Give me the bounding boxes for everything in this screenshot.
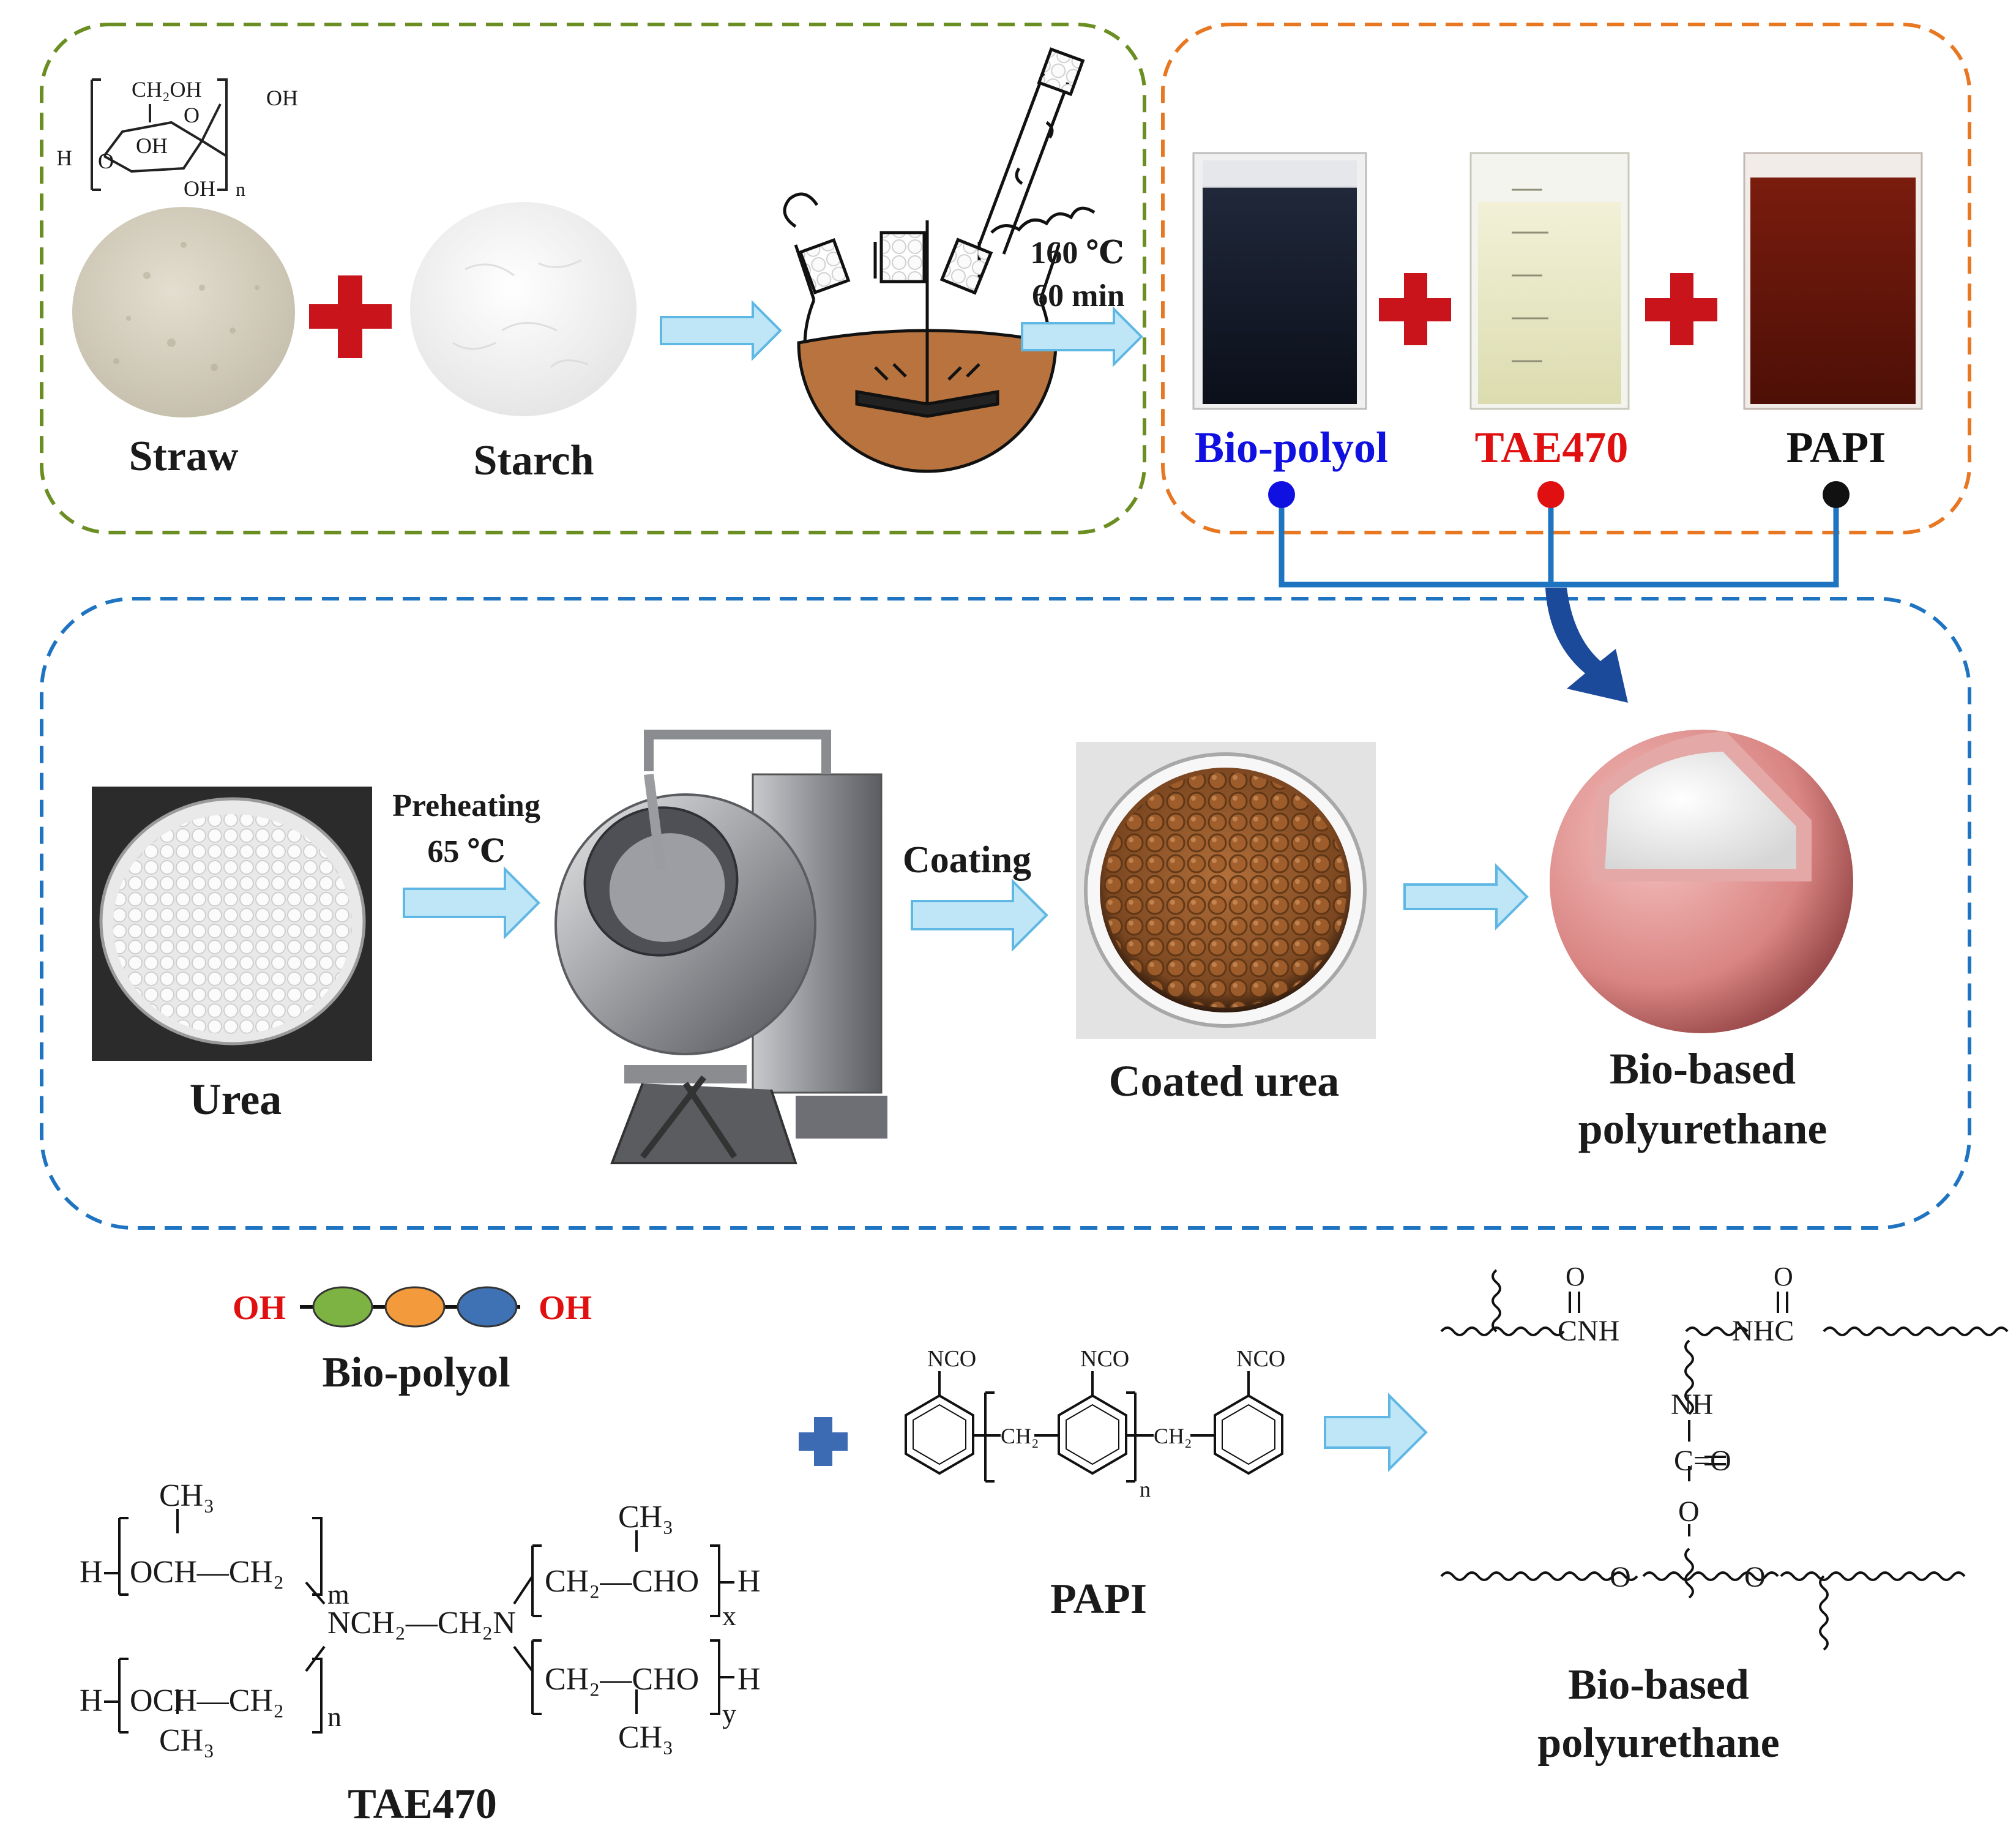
coating-pan-machine-image [554,730,887,1164]
urea-label: Urea [190,1075,282,1124]
pu-cnh: CNH [1558,1315,1619,1347]
glucose-o-left: O [98,149,114,173]
tae-center: NCH₂—CH₂N [327,1606,516,1640]
coated-urea-image [1076,742,1376,1039]
pu-o-right: O [1744,1561,1766,1593]
glucose-oh-bot: OH [184,176,215,201]
pu-o-top-right: O [1774,1262,1793,1292]
biopolyol-label: Bio-polyol [1195,423,1388,472]
starch-powder-image [410,202,637,416]
tae-y: y [722,1698,736,1729]
step1-box [40,23,1146,534]
straw-texture [113,242,259,371]
pu-caption-line2: polyurethane [1537,1719,1779,1767]
starch-label: Starch [473,437,594,484]
arrow-to-products [1021,306,1143,367]
tae-ch3-top: CH₃ [159,1478,214,1513]
tae470-beaker-image [1469,152,1630,410]
pu-nhc: NHC [1732,1315,1794,1347]
glucose-oh-top: OH [266,86,298,110]
arrow-to-coater [403,866,540,940]
polyol-caption: Bio-polyol [322,1349,510,1396]
tae-ch3-right-bot: CH₃ [618,1720,673,1755]
papi-label: PAPI [1786,423,1886,472]
pu-nh: NH [1671,1388,1713,1421]
glucose-n: n [236,178,245,200]
mixing-connector [1279,495,1839,588]
tae-h-top: H [80,1555,103,1590]
coated-urea-label: Coated urea [1109,1057,1340,1105]
straw-label: Straw [129,433,239,480]
papi-dot [1823,481,1850,508]
preheating-label: Preheating [392,788,540,823]
step3-box [40,597,1971,1230]
tae-right-bot: CH₂—CHO [545,1662,699,1697]
tae-och-top: OCH—CH₂ [130,1555,284,1590]
tae470-dot [1537,481,1564,508]
papi-caption: PAPI [1050,1576,1147,1623]
papi-n: n [1140,1477,1151,1502]
biopolyol-dot [1268,481,1295,508]
papi-ch2-1: CH₂ [1001,1424,1039,1448]
papi-nco-2: NCO [1080,1346,1129,1372]
papi-structure [905,1371,1283,1483]
papi-nco-1: NCO [927,1346,976,1372]
pu-o-top-left: O [1566,1262,1585,1292]
coated-sphere-illustration [1550,730,1853,1033]
tae-h-right-top: H [737,1564,761,1599]
tae-h-bot: H [80,1683,103,1718]
tae-m: m [327,1579,349,1610]
polyol-oh-right: OH [539,1289,592,1327]
preheating-temp: 65 ℃ [427,834,505,869]
arrow-to-polyurethane [1324,1393,1428,1472]
papi-beaker-image [1743,152,1923,410]
tae-h-right-bot: H [737,1662,761,1697]
papi-ch2-2: CH₂ [1154,1424,1192,1448]
tae-x: x [722,1600,736,1631]
glucose-oh-mid: OH [136,133,168,158]
pu-c-eq-o: C=O [1674,1445,1731,1477]
sphere-label-line2: polyurethane [1578,1104,1827,1153]
starch-texture [452,259,588,368]
pu-o-mid: O [1678,1495,1700,1528]
tae-n: n [327,1701,342,1732]
glucose-o-ring: O [184,103,200,127]
tae-right-top: CH₂—CHO [545,1564,699,1599]
straw-powder-image [72,207,295,417]
polyurethane-structure [1440,1269,2009,1651]
urea-image [92,787,372,1061]
plus-icon-blue [799,1417,848,1466]
biopolyol-beaker-image [1192,152,1367,410]
polyol-bead-model [300,1286,520,1328]
tae470-caption: TAE470 [348,1781,497,1828]
reactor-flask-icon [783,47,1096,473]
glucose-ch2oh: CH₂OH [132,77,202,102]
glucose-structure [91,78,228,191]
tae-ch3-right-top: CH₃ [618,1500,673,1535]
sphere-label-line1: Bio-based [1610,1044,1796,1093]
plus-icon-2 [1379,273,1451,345]
arrow-to-reactor [660,300,782,361]
coating-label: Coating [903,839,1031,881]
glucose-h-end: H [56,146,72,170]
arrow-to-sphere [1403,863,1529,930]
reaction-temp: 160 ℃ [1030,236,1124,271]
tae-ch3-bot: CH₃ [159,1723,214,1758]
arrow-to-coated-urea [911,878,1048,952]
polyol-oh-left: OH [233,1289,286,1327]
reaction-time: 60 min [1032,279,1125,313]
tae470-structure [104,1509,734,1734]
pu-caption-line1: Bio-based [1568,1661,1749,1708]
tae-och-bot: OCH—CH₂ [130,1683,284,1718]
step2-box [1161,23,1971,534]
curved-arrow-icon [1545,588,1628,703]
pu-o-left: O [1610,1561,1631,1593]
plus-icon-3 [1645,273,1717,345]
plus-icon-1 [309,275,392,358]
papi-nco-3: NCO [1236,1346,1285,1372]
tae470-label: TAE470 [1475,423,1629,472]
